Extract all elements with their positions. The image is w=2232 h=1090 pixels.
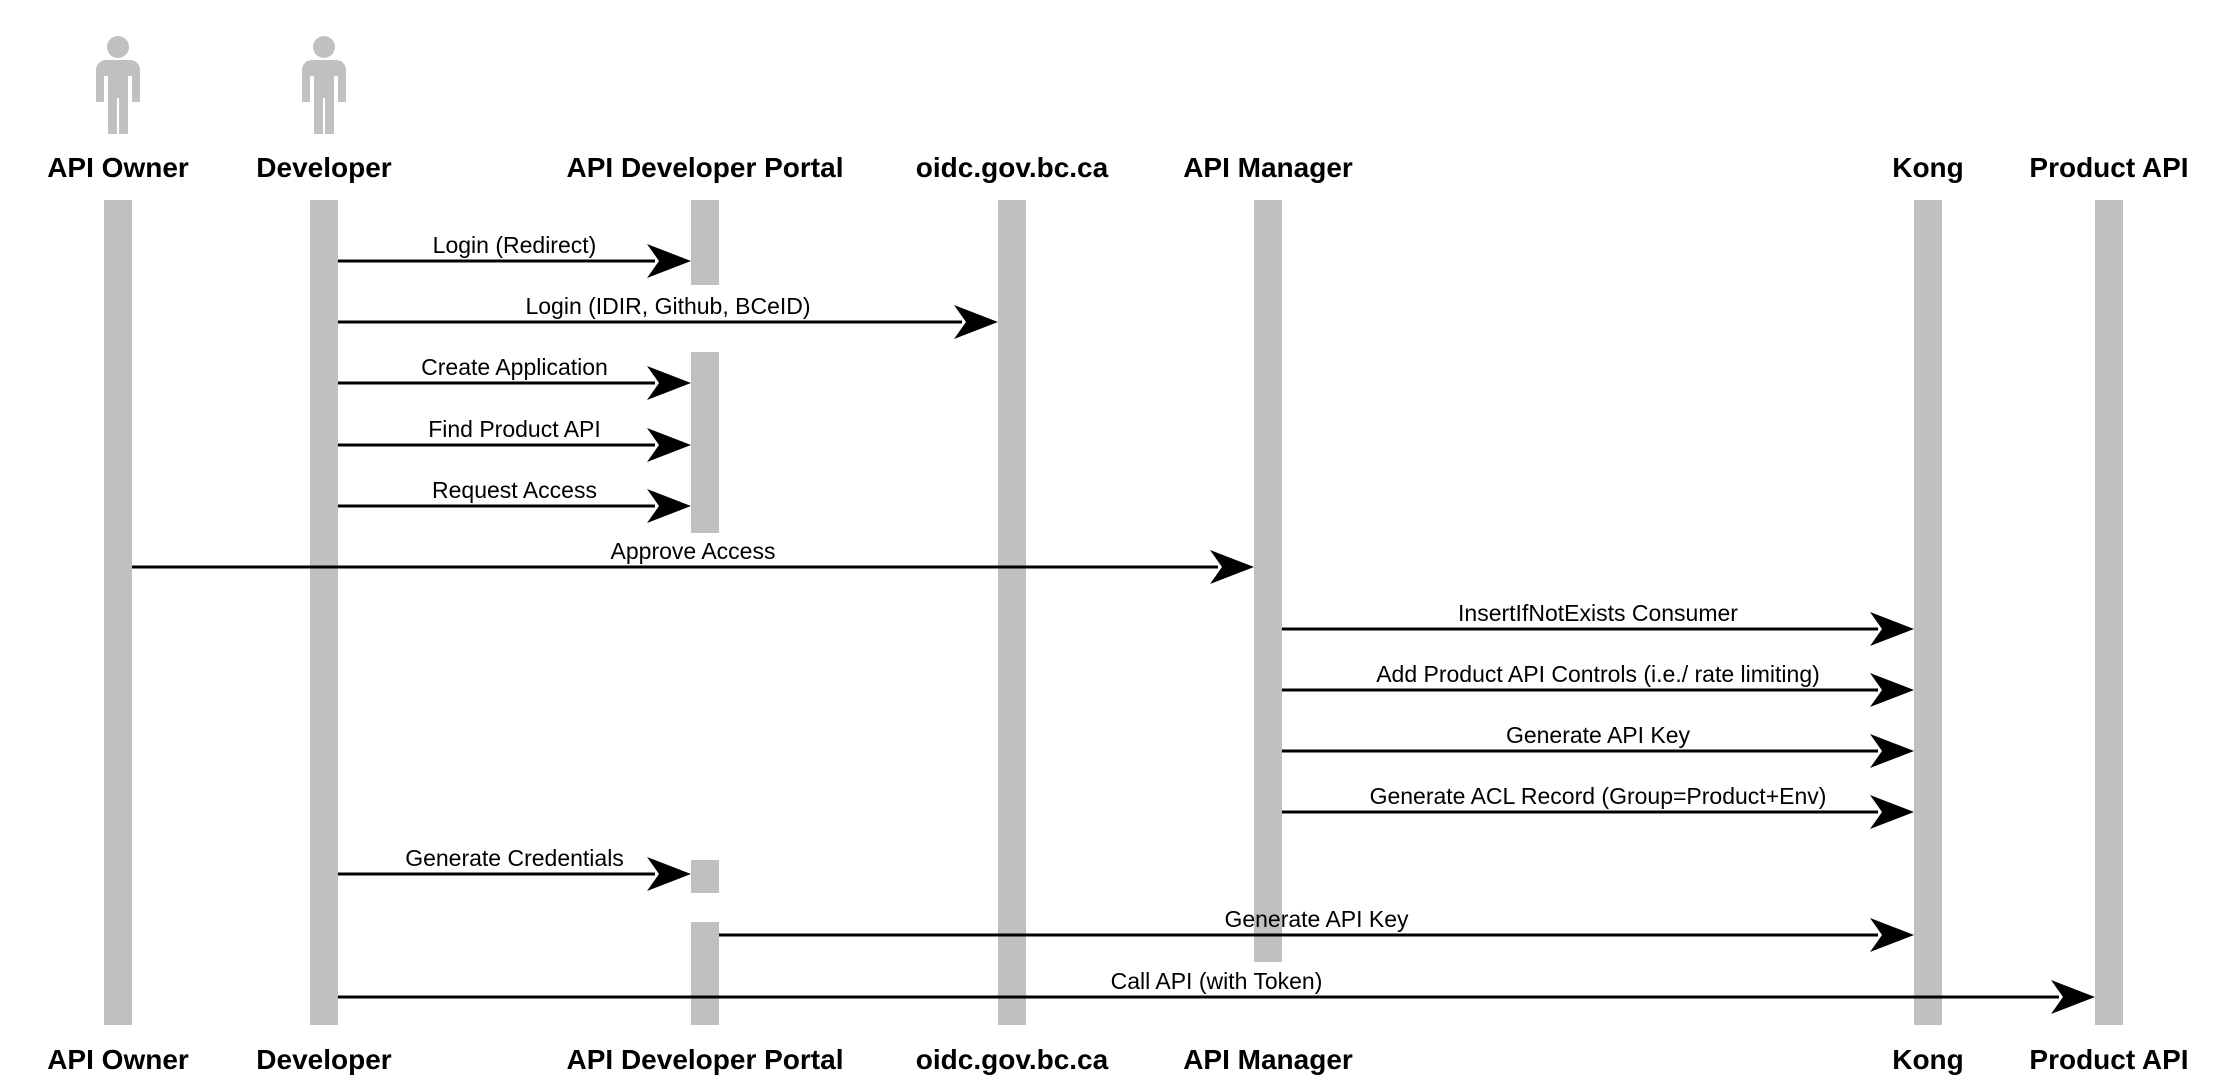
message-label: Call API (with Token) <box>1111 968 1323 994</box>
arrowhead-icon <box>647 366 691 400</box>
participant-label-top-oidc: oidc.gov.bc.ca <box>916 152 1109 183</box>
arrowhead-icon <box>1210 550 1254 584</box>
message-6: Approve Access <box>132 538 1254 584</box>
arrowhead-icon <box>1870 918 1914 952</box>
person-icon <box>96 36 140 134</box>
lifeline-developer <box>310 200 338 1025</box>
arrowhead-icon <box>1870 612 1914 646</box>
message-10: Generate ACL Record (Group=Product+Env) <box>1282 783 1914 829</box>
message-13: Call API (with Token) <box>338 968 2095 1014</box>
message-label: Approve Access <box>611 538 776 564</box>
lifeline-portal <box>691 352 719 533</box>
message-9: Generate API Key <box>1282 722 1914 768</box>
participant-label-bottom-portal: API Developer Portal <box>567 1044 844 1075</box>
arrowhead-icon <box>2051 980 2095 1014</box>
arrowhead-icon <box>647 428 691 462</box>
arrowhead-icon <box>647 489 691 523</box>
person-icon <box>302 36 346 134</box>
participant-label-bottom-developer: Developer <box>256 1044 391 1075</box>
message-label: Generate API Key <box>1506 722 1691 748</box>
lifeline-portal <box>691 200 719 285</box>
message-2: Login (IDIR, Github, BCeID) <box>338 293 998 339</box>
message-label: InsertIfNotExists Consumer <box>1458 600 1738 626</box>
participant-label-top-developer: Developer <box>256 152 391 183</box>
participant-label-bottom-api-owner: API Owner <box>47 1044 189 1075</box>
message-4: Find Product API <box>338 416 691 462</box>
message-label: Generate Credentials <box>405 845 624 871</box>
arrowhead-icon <box>647 857 691 891</box>
lifeline-kong <box>1914 200 1942 1025</box>
message-5: Request Access <box>338 477 691 523</box>
participant-label-bottom-kong: Kong <box>1892 1044 1964 1075</box>
participant-label-bottom-product-api: Product API <box>2029 1044 2188 1075</box>
message-label: Add Product API Controls (i.e./ rate lim… <box>1376 661 1820 687</box>
message-8: Add Product API Controls (i.e./ rate lim… <box>1282 661 1914 707</box>
message-label: Create Application <box>421 354 608 380</box>
participant-label-top-api-manager: API Manager <box>1183 152 1353 183</box>
lifeline-product_api <box>2095 200 2123 1025</box>
participant-label-top-kong: Kong <box>1892 152 1964 183</box>
message-7: InsertIfNotExists Consumer <box>1282 600 1914 646</box>
arrowhead-icon <box>1870 734 1914 768</box>
message-label: Generate ACL Record (Group=Product+Env) <box>1370 783 1827 809</box>
lifeline-api_manager <box>1254 200 1282 962</box>
participant-label-bottom-oidc: oidc.gov.bc.ca <box>916 1044 1109 1075</box>
lifeline-oidc <box>998 200 1026 1025</box>
arrowhead-icon <box>1870 795 1914 829</box>
message-1: Login (Redirect) <box>338 232 691 278</box>
message-label: Request Access <box>432 477 597 503</box>
arrowhead-icon <box>647 244 691 278</box>
lifeline-api_owner <box>104 200 132 1025</box>
lifeline-portal <box>691 922 719 1025</box>
message-3: Create Application <box>338 354 691 400</box>
arrowhead-icon <box>954 305 998 339</box>
message-12: Generate API Key <box>719 906 1914 952</box>
message-label: Login (IDIR, Github, BCeID) <box>525 293 810 319</box>
participant-label-top-portal: API Developer Portal <box>567 152 844 183</box>
arrowhead-icon <box>1870 673 1914 707</box>
message-label: Login (Redirect) <box>433 232 597 258</box>
participant-label-top-product-api: Product API <box>2029 152 2188 183</box>
message-11: Generate Credentials <box>338 845 691 891</box>
participant-label-bottom-api-manager: API Manager <box>1183 1044 1353 1075</box>
lifeline-portal <box>691 860 719 893</box>
message-label: Generate API Key <box>1224 906 1409 932</box>
message-label: Find Product API <box>428 416 601 442</box>
participant-label-top-api-owner: API Owner <box>47 152 189 183</box>
